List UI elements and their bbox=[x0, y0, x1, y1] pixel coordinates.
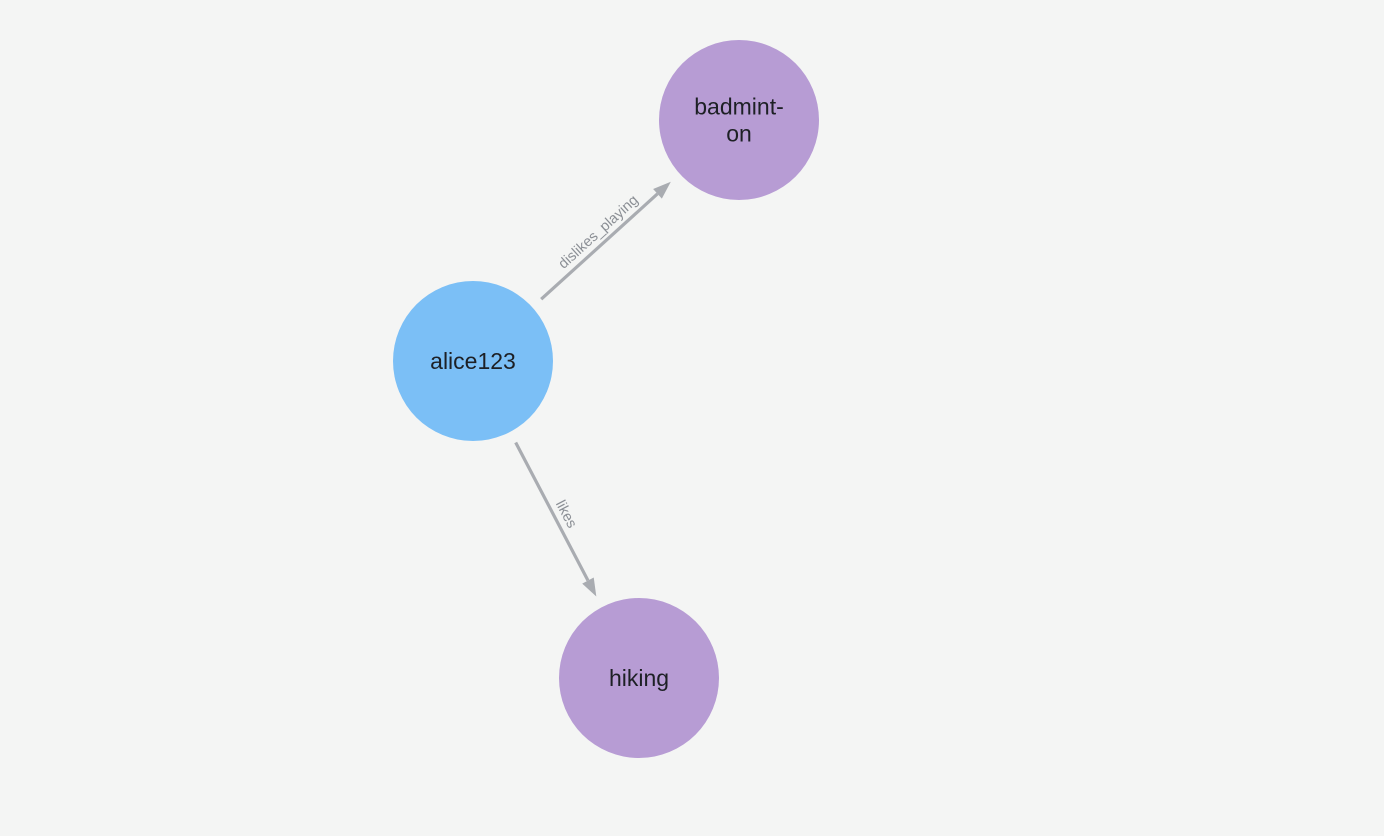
edge-line[interactable] bbox=[540, 192, 659, 301]
graph-nodes-layer: alice123 badmint-on hiking bbox=[393, 40, 819, 758]
edge-label: dislikes_playing bbox=[556, 192, 642, 272]
edge-arrowhead-icon bbox=[582, 577, 597, 597]
edge-line[interactable] bbox=[514, 441, 590, 582]
node-circle[interactable] bbox=[559, 598, 719, 758]
graph-node-alice123[interactable]: alice123 bbox=[393, 281, 553, 441]
node-circle[interactable] bbox=[393, 281, 553, 441]
edge-label: likes bbox=[552, 498, 580, 531]
graph-edge-dislikes_playing[interactable]: dislikes_playing bbox=[540, 181, 671, 301]
edge-arrowhead-icon bbox=[653, 181, 671, 199]
graph-node-hiking[interactable]: hiking bbox=[559, 598, 719, 758]
node-circle[interactable] bbox=[659, 40, 819, 200]
graph-edge-likes[interactable]: likes bbox=[514, 441, 597, 597]
graph-node-badminton[interactable]: badmint-on bbox=[659, 40, 819, 200]
